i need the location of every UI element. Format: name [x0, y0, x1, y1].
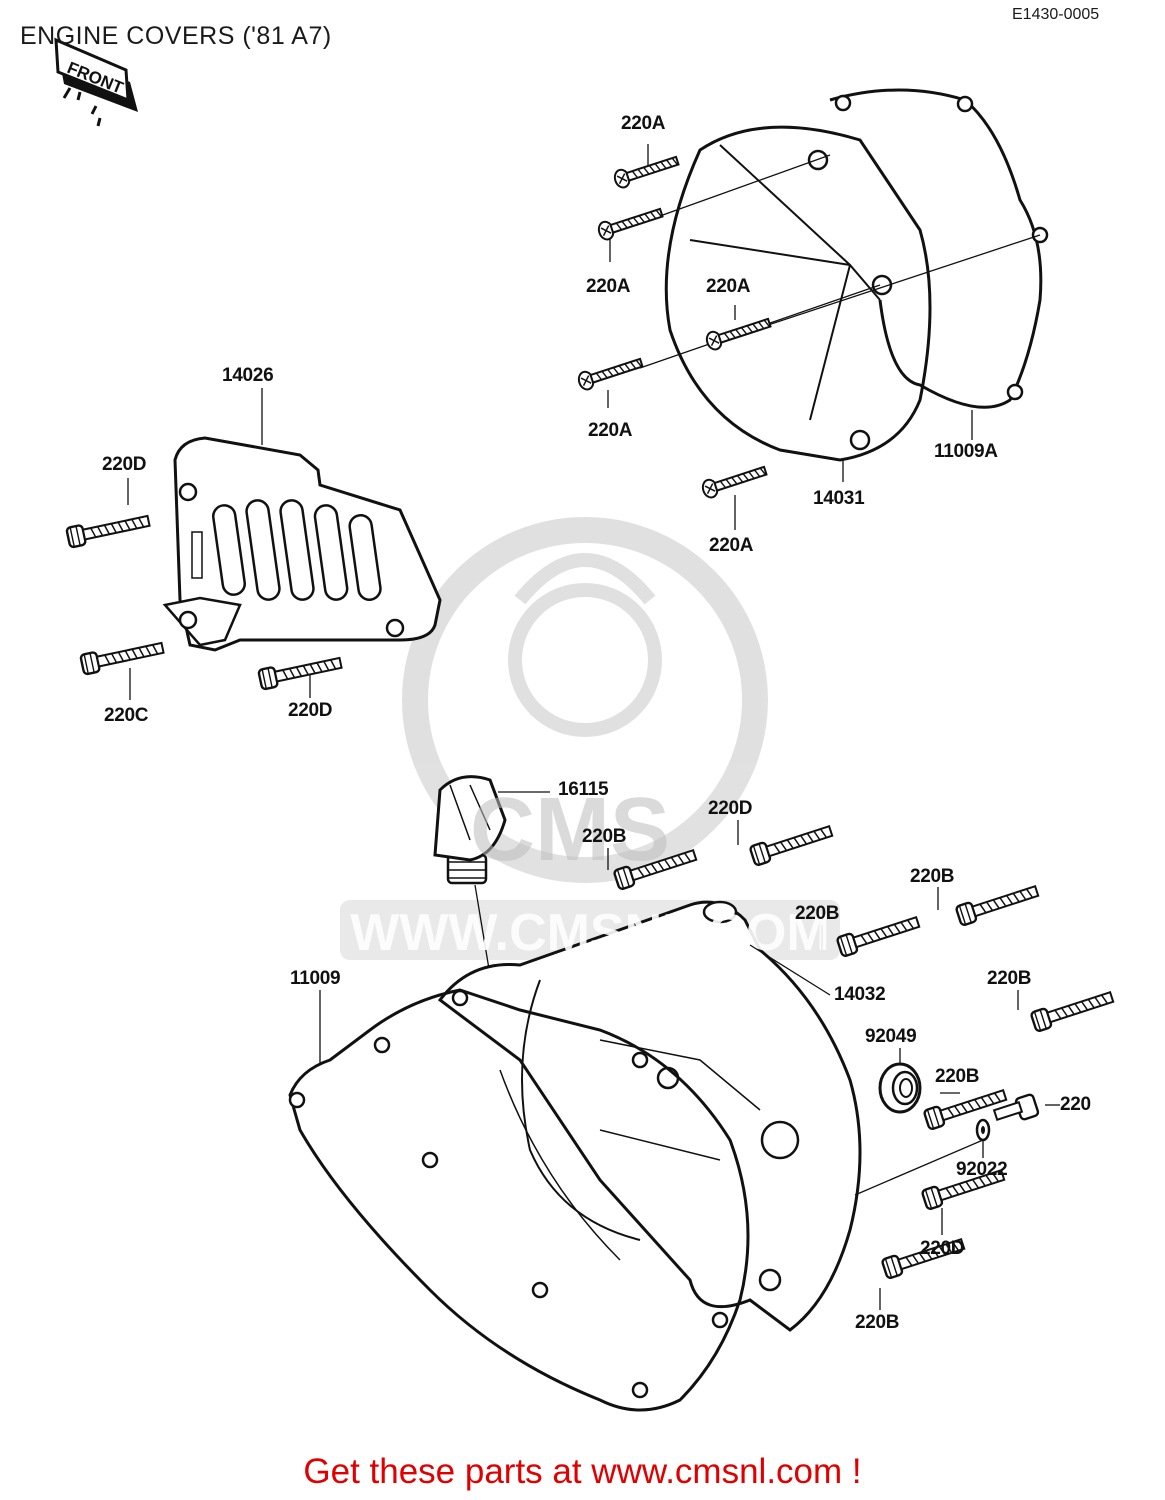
label-220a-1[interactable]: 220A — [621, 113, 666, 134]
bolt-220a-2[interactable] — [595, 203, 666, 243]
bolt-220d-2[interactable] — [257, 651, 344, 691]
bolt-220a-4[interactable] — [575, 353, 646, 393]
label-220[interactable]: 220 — [1060, 1094, 1091, 1115]
leader-lines-lower — [319, 820, 1060, 1310]
label-220a-2[interactable]: 220A — [586, 276, 631, 297]
label-220b-6[interactable]: 220B — [855, 1312, 900, 1333]
watermark-text: CMS WWW.CMSNL.COM — [350, 780, 829, 962]
label-220a-5[interactable]: 220A — [709, 535, 754, 556]
front-marker — [54, 37, 138, 127]
watermark-url: WWW.CMSNL.COM — [350, 904, 829, 962]
label-220b-2[interactable]: 220B — [795, 903, 840, 924]
clutch-cover-14032[interactable] — [437, 900, 862, 1332]
label-220d-4[interactable]: 220D — [920, 1238, 965, 1259]
label-11009[interactable]: 11009 — [290, 968, 341, 989]
bolt-220b-3[interactable] — [954, 880, 1041, 928]
label-14026[interactable]: 14026 — [222, 365, 274, 386]
label-220d-3[interactable]: 220D — [708, 798, 753, 819]
leader-lines-chain-guard — [127, 388, 311, 700]
label-11009a[interactable]: 11009A — [934, 441, 998, 462]
footer-link[interactable]: Get these parts at www.cmsnl.com ! — [303, 1452, 862, 1491]
label-220b-5[interactable]: 220B — [935, 1066, 980, 1087]
bolt-220a-1[interactable] — [611, 151, 682, 191]
label-92049[interactable]: 92049 — [865, 1026, 917, 1047]
chain-guard-14026[interactable] — [162, 436, 442, 652]
label-14032[interactable]: 14032 — [834, 984, 886, 1005]
washer-92022[interactable] — [975, 1118, 991, 1142]
label-220b-1[interactable]: 220B — [582, 826, 627, 847]
label-16115[interactable]: 16115 — [558, 779, 609, 800]
bolt-220d-1[interactable] — [65, 509, 152, 549]
label-220b-4[interactable]: 220B — [987, 968, 1032, 989]
bolt-220b-2[interactable] — [835, 911, 922, 959]
oil-filler-plug-16115[interactable] — [433, 775, 507, 885]
diagram-code: E1430-0005 — [1012, 6, 1100, 23]
front-label: FRONT — [65, 58, 127, 98]
front-marker-text: FRONT — [65, 58, 127, 98]
label-14031[interactable]: 14031 — [813, 488, 865, 509]
oil-seal-92049[interactable] — [878, 1062, 922, 1114]
label-220c[interactable]: 220C — [104, 705, 149, 726]
label-220a-4[interactable]: 220A — [588, 420, 633, 441]
bolt-220c[interactable] — [79, 636, 166, 676]
diagram-title: ENGINE COVERS ('81 A7) — [20, 22, 332, 50]
bolt-220b-4[interactable] — [1029, 986, 1116, 1034]
bolt-220[interactable] — [992, 1093, 1040, 1122]
label-92022[interactable]: 92022 — [956, 1159, 1008, 1180]
watermark-logo: CMS — [470, 780, 670, 880]
label-220d-2[interactable]: 220D — [288, 700, 333, 721]
gasket-11009[interactable] — [288, 988, 750, 1412]
label-220d-1[interactable]: 220D — [102, 454, 147, 475]
leader-16115-to-cover — [474, 884, 491, 976]
gasket-11009a[interactable] — [829, 88, 1049, 409]
label-220a-3[interactable]: 220A — [706, 276, 751, 297]
bolt-220a-5[interactable] — [699, 461, 770, 501]
label-220b-3[interactable]: 220B — [910, 866, 955, 887]
bolt-220b-5[interactable] — [922, 1084, 1009, 1132]
generator-cover-14031[interactable] — [664, 125, 932, 462]
